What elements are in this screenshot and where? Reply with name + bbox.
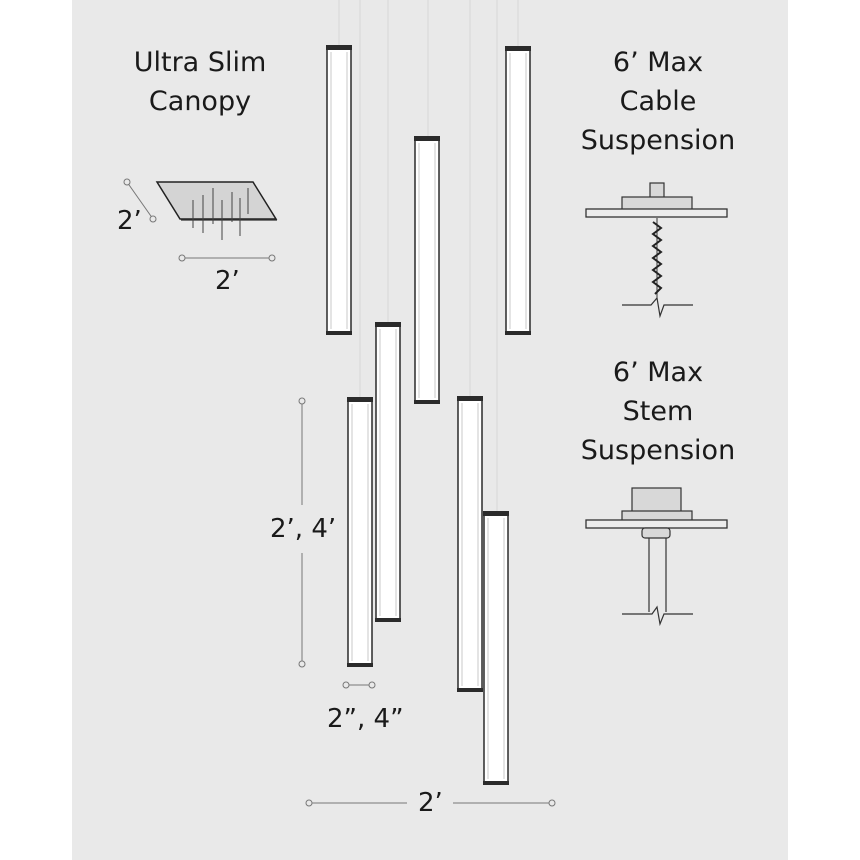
canopy-label: Ultra Slim Canopy (100, 43, 300, 121)
pendant-tube-4 (375, 322, 401, 622)
pendant-tube-3 (505, 46, 531, 335)
canopy-label-line-2: Canopy (148, 86, 252, 117)
stem-label-line-2: Stem (622, 396, 694, 427)
pendant-tube-5 (347, 397, 373, 667)
cable-label-line-2: Cable (619, 86, 697, 117)
cable-label-line-3: Suspension (580, 125, 736, 156)
canopy-illustration (155, 181, 278, 240)
suspension-wires (338, 0, 519, 511)
cable-suspension-label: 6’ Max Cable Suspension (558, 43, 758, 160)
tube-diameter-label: 2”, 4” (327, 704, 404, 734)
stem-suspension-detail (585, 487, 728, 627)
canopy-label-line-1: Ultra Slim (133, 47, 267, 78)
stem-label-line-3: Suspension (580, 435, 736, 466)
overall-width-label: 2’ (418, 788, 443, 818)
pendant-tube-6 (457, 396, 483, 692)
pendant-tube-7 (483, 511, 509, 785)
canopy-depth-dimension-line (123, 178, 157, 223)
canopy-width-dimension-line (178, 254, 276, 262)
pendant-tube-1 (326, 45, 352, 335)
overall-width-dimension-line (305, 799, 556, 807)
tube-length-dimension-line (298, 397, 306, 668)
canopy-width-label: 2’ (215, 266, 240, 296)
stem-label-line-1: 6’ Max (612, 357, 704, 388)
pendant-tube-2 (414, 136, 440, 404)
canopy-depth-label: 2’ (117, 206, 142, 236)
tube-diameter-dimension-line (342, 681, 376, 689)
tube-length-label: 2’, 4’ (270, 514, 337, 544)
stem-suspension-label: 6’ Max Stem Suspension (558, 353, 758, 470)
cable-suspension-detail (585, 182, 728, 319)
cable-label-line-1: 6’ Max (612, 47, 704, 78)
